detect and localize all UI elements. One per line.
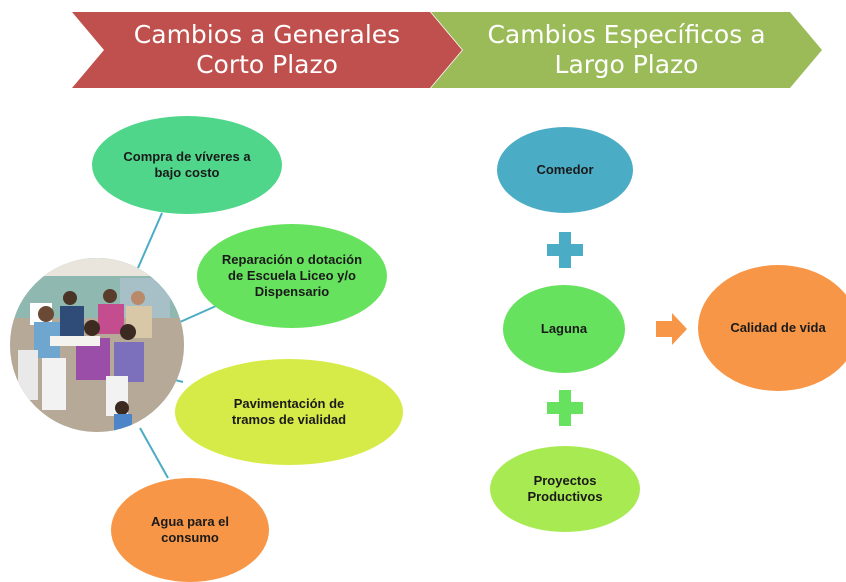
ellipse-laguna: Laguna [503,285,625,373]
ellipse-calidad-de-vida: Calidad de vida [698,265,846,391]
connector-line [179,305,217,323]
ellipse-pavimentacion: Pavimentación de tramos de vialidad [175,359,403,465]
arrow-right-icon [656,313,687,345]
plus-icon [547,390,583,426]
chevron-short-term-shape [72,12,462,88]
chevron-long-term-shape [431,12,822,88]
ellipse-agua-consumo: Agua para el consumo [111,478,269,582]
connector-line [137,212,163,269]
community-meeting-photo [10,258,184,432]
plus-icon [547,232,583,268]
ellipse-proyectos-productivos: Proyectos Productivos [490,446,640,532]
ellipse-reparacion-escuela: Reparación o dotación de Escuela Liceo y… [197,224,387,328]
header-chevrons [72,12,822,88]
ellipse-comedor: Comedor [497,127,633,213]
ellipse-compra-viveres: Compra de víveres a bajo costo [92,116,282,214]
connector-line [139,427,169,479]
chevron-long-term-label: Cambios Específicos a Largo Plazo [487,20,766,79]
chevron-short-term-label: Cambios a Generales Corto Plazo [133,20,401,79]
